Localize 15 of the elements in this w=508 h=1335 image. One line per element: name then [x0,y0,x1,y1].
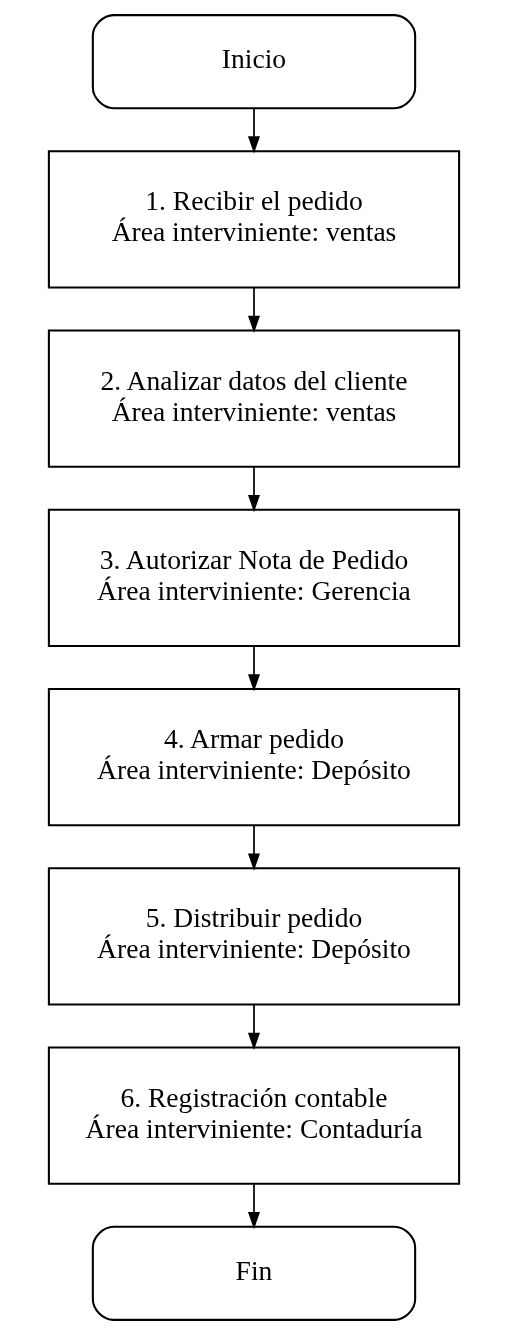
arrow [247,1003,261,1050]
arrow [247,824,261,871]
arrow [247,108,261,154]
node-box: 3. Autorizar Nota de Pedido Área interviniente: Gerencia [47,508,461,647]
node-box: 5. Distribuir pedido Área interviniente: Depósito [47,867,461,1006]
node-box: 6. Registración contable Área interviniente: Contaduría [47,1046,461,1185]
arrow [247,1183,261,1230]
node-box: Fin [91,1225,417,1321]
node-box: 2. Analizar datos del cliente Área interviniente: ventas [47,329,461,468]
arrow [247,465,261,513]
arrow [247,645,261,692]
node-box: 4. Armar pedido Área interviniente: Depósito [47,688,461,827]
node-box: 1. Recibir el pedido Área interviniente: ventas [47,150,461,289]
arrow [247,286,261,333]
node-box: Inicio [91,14,417,110]
